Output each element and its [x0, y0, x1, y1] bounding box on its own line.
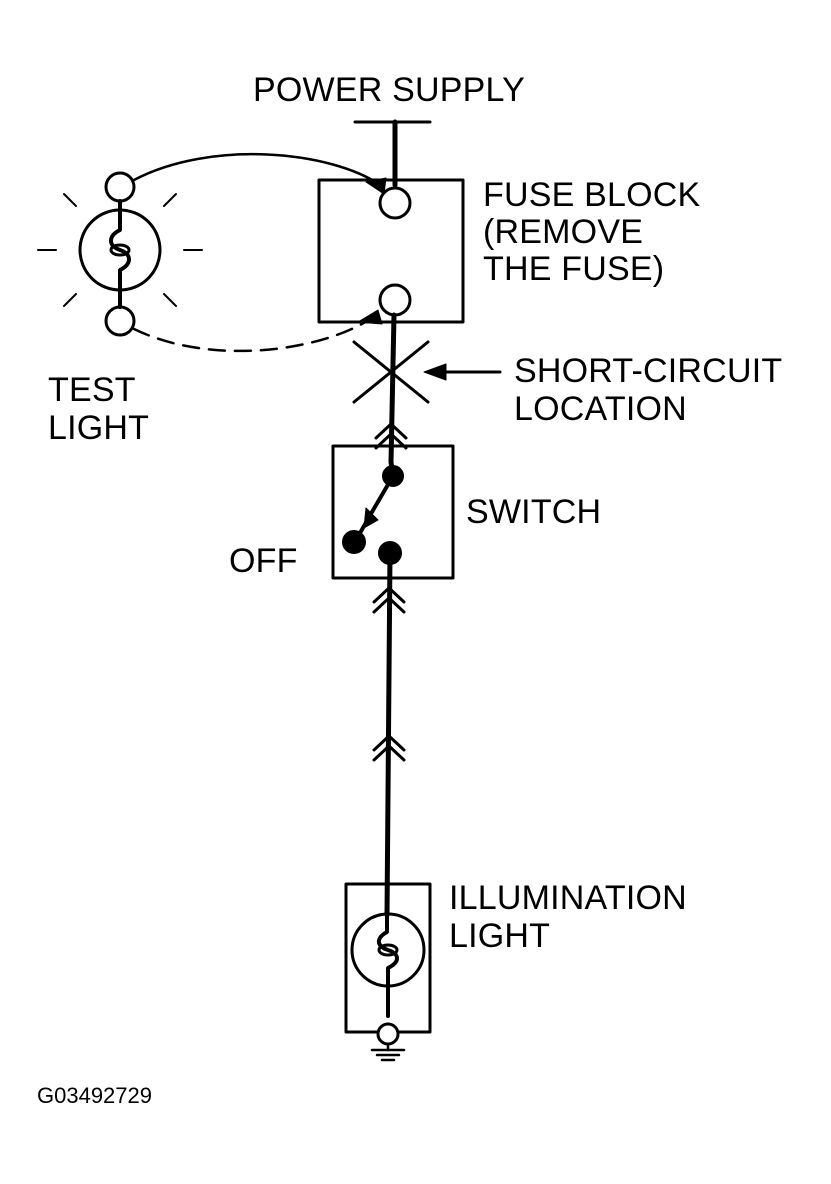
test-light-label-line1: TEST	[48, 371, 136, 409]
illumination-light-label-line2: LIGHT	[449, 917, 551, 955]
test-light-label-line2: LIGHT	[48, 409, 150, 447]
illumination-light-label-line1: ILLUMINATION	[449, 879, 687, 917]
test-light-terminal-top	[104, 171, 136, 203]
power-supply-label: POWER SUPPLY	[253, 71, 525, 109]
switch-contact-left	[342, 530, 366, 554]
switch-label: SWITCH	[466, 493, 602, 531]
switch-housing	[331, 444, 455, 580]
test-light-filament	[109, 199, 131, 309]
ground-terminal	[376, 1022, 400, 1046]
short-circuit-mark-b	[352, 340, 430, 404]
wire-switch-to-lamp	[384, 550, 393, 918]
fuse-block-label-line2: (REMOVE	[483, 213, 644, 251]
test-light-lead-dashed	[132, 316, 374, 353]
short-circuit-arrowhead	[423, 363, 447, 381]
illumination-light-filament	[376, 903, 399, 1018]
switch-blade	[354, 474, 395, 542]
fuse-block-label-line3: THE FUSE)	[483, 250, 665, 288]
test-light-glow-rays	[37, 193, 203, 307]
fuse-block	[317, 178, 465, 324]
fuse-block-label-line1: FUSE BLOCK	[483, 176, 701, 214]
figure-code: G03492729	[37, 1083, 152, 1108]
switch-internal-wire	[388, 459, 396, 479]
fuse-terminal-bottom	[378, 283, 412, 317]
test-light-terminal-bottom	[104, 305, 136, 337]
wire-fuse-to-switch	[388, 312, 397, 465]
ground-symbol	[370, 1042, 406, 1062]
switch-off-label: OFF	[229, 542, 298, 580]
switch-blade-knob	[363, 507, 379, 529]
illumination-filament-loop	[377, 943, 399, 957]
test-light-filament-loop	[109, 243, 131, 257]
probe-tip-bottom	[357, 309, 383, 325]
short-circuit-label-line1: SHORT-CIRCUIT	[514, 352, 783, 390]
fuse-terminal-top	[378, 186, 412, 220]
short-circuit-label-line2: LOCATION	[514, 390, 687, 428]
probe-tip-top	[365, 177, 387, 195]
test-light-lead-solid	[132, 152, 384, 188]
